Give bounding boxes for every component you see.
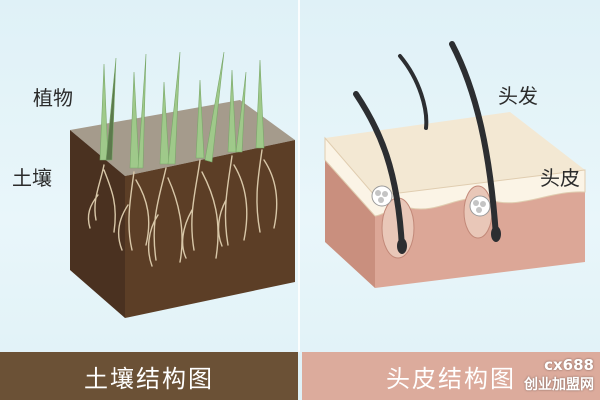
caption-scalp-structure: 头皮结构图: [386, 364, 516, 393]
plant-label: 植物: [33, 86, 73, 110]
sebaceous-gland-left: [371, 185, 393, 207]
watermark-code: cx688: [544, 356, 594, 374]
plant-blades: [99, 51, 265, 169]
scalp-label: 头皮: [540, 166, 580, 190]
caption-bar-right-bg: [302, 352, 600, 400]
soil-top-face: [70, 100, 295, 176]
soil-block: [70, 51, 295, 318]
hair-strands: [353, 41, 499, 251]
watermark-site: 创业加盟网: [524, 377, 594, 393]
panel-divider: [298, 0, 300, 352]
scalp-side-face: [325, 138, 375, 288]
plant-roots: [87, 149, 278, 267]
soil-front-face: [70, 130, 125, 318]
caption-soil-structure: 土壤结构图: [84, 364, 214, 393]
caption-bar-left-bg: [0, 352, 298, 400]
hair-label: 头发: [498, 84, 538, 108]
soil-label: 土壤: [12, 166, 52, 190]
soil-side-face: [125, 140, 295, 318]
sebaceous-gland-right: [469, 195, 491, 217]
scalp-block: [324, 41, 586, 288]
